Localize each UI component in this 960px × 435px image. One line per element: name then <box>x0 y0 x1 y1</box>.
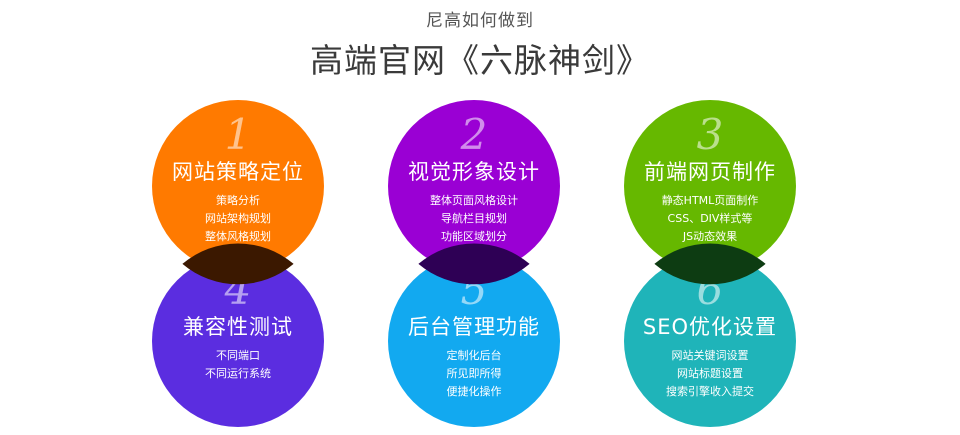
step-item: 网站标题设置 <box>677 367 743 380</box>
step-item: 网站架构规划 <box>205 212 271 225</box>
step-item: 导航栏目规划 <box>441 212 507 225</box>
step-items-4: 不同端口 不同运行系统 <box>152 347 324 383</box>
step-item: JS动态效果 <box>682 230 738 243</box>
step-items-2: 整体页面风格设计 导航栏目规划 功能区域划分 <box>388 192 560 246</box>
step-circle-3: 3 前端网页制作 静态HTML页面制作 CSS、DIV样式等 JS动态效果 <box>624 100 796 272</box>
step-item: 不同运行系统 <box>205 367 271 380</box>
step-number-1: 1 <box>224 110 252 159</box>
step-heading-1: 网站策略定位 <box>172 160 304 184</box>
step-item: 整体页面风格设计 <box>430 194 518 207</box>
step-circle-2: 2 视觉形象设计 整体页面风格设计 导航栏目规划 功能区域划分 <box>388 100 560 272</box>
step-circle-4: 4 兼容性测试 不同端口 不同运行系统 <box>152 255 324 427</box>
step-item: 搜索引擎收入提交 <box>666 385 754 398</box>
step-item: 整体风格规划 <box>205 230 271 243</box>
step-item: 静态HTML页面制作 <box>661 194 759 207</box>
page-subtitle: 尼高如何做到 <box>426 11 534 31</box>
step-number-4: 4 <box>224 265 252 314</box>
step-heading-3: 前端网页制作 <box>644 160 776 184</box>
step-item: 便捷化操作 <box>446 385 502 398</box>
step-number-2: 2 <box>460 110 488 159</box>
step-heading-6: SEO优化设置 <box>642 315 778 339</box>
step-item: 功能区域划分 <box>441 230 507 243</box>
step-circle-5: 5 后台管理功能 定制化后台 所见即所得 便捷化操作 <box>388 255 560 427</box>
step-items-3: 静态HTML页面制作 CSS、DIV样式等 JS动态效果 <box>624 192 796 246</box>
step-number-3: 3 <box>696 110 724 159</box>
step-heading-2: 视觉形象设计 <box>408 160 540 184</box>
step-item: 不同端口 <box>216 349 260 362</box>
step-items-5: 定制化后台 所见即所得 便捷化操作 <box>388 347 560 401</box>
step-circle-1: 1 网站策略定位 策略分析 网站架构规划 整体风格规划 <box>152 100 324 272</box>
step-items-1: 策略分析 网站架构规划 整体风格规划 <box>152 192 324 246</box>
step-items-6: 网站关键词设置 网站标题设置 搜索引擎收入提交 <box>624 347 796 401</box>
step-item: CSS、DIV样式等 <box>667 212 753 225</box>
step-number-5: 5 <box>460 265 488 314</box>
step-heading-5: 后台管理功能 <box>408 315 540 339</box>
step-item: 策略分析 <box>216 194 260 207</box>
step-heading-4: 兼容性测试 <box>183 315 293 339</box>
step-item: 定制化后台 <box>446 349 502 362</box>
page-title: 高端官网《六脉神剑》 <box>310 41 650 80</box>
step-circle-6: 6 SEO优化设置 网站关键词设置 网站标题设置 搜索引擎收入提交 <box>624 255 796 427</box>
step-item: 所见即所得 <box>446 367 502 380</box>
step-number-6: 6 <box>696 265 724 314</box>
step-item: 网站关键词设置 <box>671 349 749 362</box>
